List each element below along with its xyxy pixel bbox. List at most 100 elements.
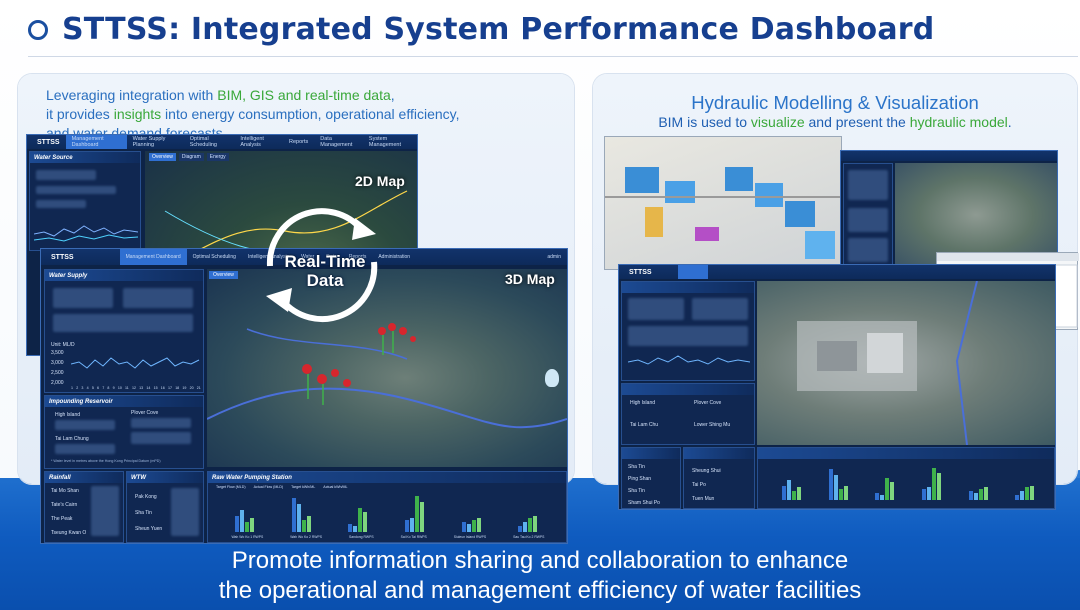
station-name: Sha Tin xyxy=(628,488,645,494)
sub-highlight: hydraulic model xyxy=(909,114,1008,130)
nav-item[interactable]: Administration xyxy=(378,254,411,260)
legend-item: Actual Flow (MLD) xyxy=(253,485,284,489)
tab-overview[interactable]: Overview xyxy=(209,271,238,279)
tab-energy[interactable]: Energy xyxy=(206,153,229,161)
tab-diagram[interactable]: Diagram xyxy=(178,153,204,161)
nav-item[interactable]: Reports xyxy=(289,139,309,145)
rain-station: The Peak xyxy=(51,516,73,522)
station-label: Sandong RWPS xyxy=(348,535,374,539)
panel-title: Raw Water Pumping Station xyxy=(208,472,566,483)
app-logo: STTSS xyxy=(629,268,652,276)
supply-panel xyxy=(621,281,755,381)
map-3d-label: 3D Map xyxy=(505,271,555,287)
x-tick: 3 xyxy=(81,386,84,390)
pump-bar xyxy=(978,489,983,500)
desc-highlight: BIM, GIS and real-time data xyxy=(217,87,391,103)
aerial-view[interactable] xyxy=(895,163,1057,267)
pump-bar xyxy=(932,467,936,500)
line-chart xyxy=(34,225,138,242)
nav-item[interactable]: Management Dashboard xyxy=(65,135,127,149)
station-name: Sha Tin xyxy=(628,464,645,470)
x-tick: 12 xyxy=(131,386,136,390)
pump-bar xyxy=(792,491,796,500)
desc-text: , xyxy=(390,87,395,103)
nav-item[interactable]: Optimal Scheduling xyxy=(192,254,236,260)
x-tick: 6 xyxy=(97,386,100,390)
reservoir-name: High Island xyxy=(630,400,656,406)
footer-line-1: Promote information sharing and collabor… xyxy=(231,547,849,574)
wtw-station: Sheun Yuen xyxy=(135,526,163,532)
pump-bar xyxy=(828,469,833,500)
sub-text: . xyxy=(1007,114,1012,130)
map-3d[interactable]: Overview 3D Map xyxy=(207,269,567,467)
x-tick: 1 xyxy=(71,386,73,390)
panel-title: Water Source xyxy=(30,152,140,163)
reservoir-name: High Island xyxy=(55,412,81,418)
y-tick: 3,500 xyxy=(51,350,64,356)
pump-bar xyxy=(1030,485,1035,500)
rain-station: Tai Mo Shan xyxy=(51,488,79,494)
nav-item[interactable]: System Management xyxy=(368,136,402,148)
panel-title xyxy=(758,448,1054,459)
pump-bar xyxy=(363,512,368,532)
x-tick: 19 xyxy=(182,386,187,390)
nav-item[interactable]: Reports xyxy=(348,254,367,260)
pumping-panel-right xyxy=(757,447,1055,509)
tab-overview[interactable]: Overview xyxy=(149,153,176,161)
map-2d-label: 2D Map xyxy=(355,173,405,189)
pump-bar xyxy=(983,487,988,500)
pump-bar xyxy=(476,518,481,532)
pump-bar xyxy=(838,489,843,500)
x-tick: 14 xyxy=(146,386,151,390)
nav-item[interactable]: Data xyxy=(326,254,337,260)
nav-item[interactable]: Management Dashboard xyxy=(119,249,187,265)
legend-item: Target Flow (MLD) xyxy=(216,485,246,489)
pump-bar xyxy=(890,482,895,500)
x-tick: 20 xyxy=(189,386,194,390)
sub-highlight: visualize xyxy=(750,114,805,130)
pump-bar xyxy=(528,518,533,532)
nav-item[interactable] xyxy=(677,265,708,279)
pump-bar xyxy=(797,487,801,500)
side-panel xyxy=(843,163,893,267)
pump-bar xyxy=(533,516,538,532)
reservoir-name: Tai Lam Chu xyxy=(630,422,659,428)
station-label: Wah Wo Ko 2 RWPS xyxy=(290,535,323,539)
slide-header: STTSS: Integrated System Performance Das… xyxy=(28,12,934,47)
right-card-subtitle: BIM is used to visualize and present the… xyxy=(593,114,1077,130)
pump-bar xyxy=(301,520,306,532)
pump-bar xyxy=(471,520,476,532)
station-name: Ping Shan xyxy=(628,476,652,482)
nav-item[interactable]: Water xyxy=(301,254,315,260)
pump-bar xyxy=(1015,494,1020,500)
panel-title xyxy=(622,384,754,395)
ring-icon xyxy=(28,19,48,40)
x-tick: 8 xyxy=(107,386,110,390)
realtime-label: Real-Time Data xyxy=(270,252,380,290)
pump-bar xyxy=(880,494,885,500)
aerial-dashboard-screenshot xyxy=(840,150,1058,268)
nav-item[interactable]: Optimal Scheduling xyxy=(189,136,217,148)
water-supply-panel: Water Supply Unit: ML/D 3,500 3,000 2,50… xyxy=(44,269,204,393)
reservoir-name: Plover Cove xyxy=(694,400,722,406)
nav-item[interactable]: Water Supply Planning xyxy=(132,136,166,148)
panel-title: Water Supply xyxy=(45,270,203,281)
user-menu[interactable]: admin xyxy=(547,254,561,260)
nav-item[interactable]: Data Management xyxy=(320,136,353,148)
desc-text: Leveraging integration with xyxy=(46,87,218,103)
plant-aerial-view[interactable] xyxy=(757,280,1055,446)
pump-bar xyxy=(291,498,296,532)
station-name: Tai Po xyxy=(692,482,706,488)
pump-bar xyxy=(875,492,880,500)
nav-item[interactable]: Intelligent Analysis xyxy=(240,136,264,148)
reservoir-name: Plover Cove xyxy=(131,410,159,416)
right-card-title: Hydraulic Modelling & Visualization xyxy=(691,92,979,113)
x-tick: 11 xyxy=(125,386,129,390)
pump-bar xyxy=(927,487,931,500)
x-tick: 17 xyxy=(167,386,172,390)
desc-text: into energy consumption, operational eff… xyxy=(161,106,460,122)
reservoir-panel-right: High Island Plover Cove Tai Lam Chu Lowe… xyxy=(621,383,755,445)
x-tick: 21 xyxy=(196,386,201,390)
rainfall-panel: Rainfall Tai Mo Shan Tate's Cairn The Pe… xyxy=(44,471,124,543)
map-3d-features xyxy=(207,323,567,429)
